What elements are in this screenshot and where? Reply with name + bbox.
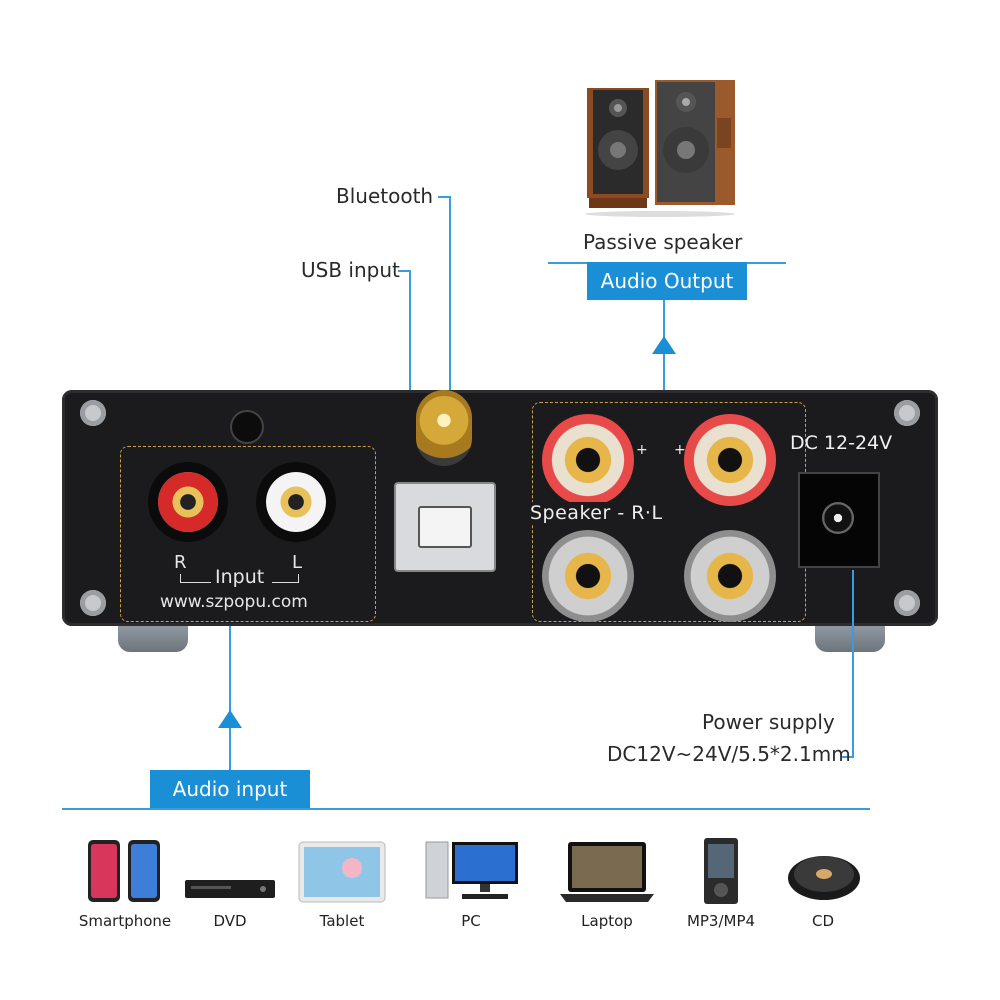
screw-icon bbox=[894, 400, 920, 426]
speaker-terminal-r-minus bbox=[542, 530, 634, 622]
audio-input-bottom-line bbox=[62, 808, 870, 810]
speaker-terminal-l-minus bbox=[684, 530, 776, 622]
bluetooth-label: Bluetooth bbox=[336, 184, 434, 208]
speaker-terminal-r-plus bbox=[542, 414, 634, 506]
usb-leader-h bbox=[398, 270, 410, 272]
input-r-label: R bbox=[174, 552, 187, 573]
rca-jack-left bbox=[256, 462, 336, 542]
device-label: Tablet bbox=[319, 912, 365, 930]
device-tablet: Tablet bbox=[287, 832, 397, 942]
audio-input-badge: Audio input bbox=[150, 770, 310, 808]
audio-input-connector bbox=[229, 626, 231, 772]
amplifier-rear-panel: R Input L www.szpopu.com + + Speaker - R… bbox=[62, 390, 938, 626]
input-bracket-left bbox=[180, 574, 211, 583]
device-mp3: MP3/MP4 bbox=[666, 832, 776, 942]
device-dvd: DVD bbox=[175, 832, 285, 942]
bluetooth-leader-h bbox=[438, 196, 450, 198]
speaker-plus-right: + bbox=[674, 442, 686, 458]
input-l-label: L bbox=[292, 552, 303, 573]
device-cd: CD bbox=[768, 832, 878, 942]
pc-icon bbox=[425, 841, 518, 899]
power-leader-v bbox=[852, 570, 854, 758]
rca-jack-right bbox=[148, 462, 228, 542]
device-label: MP3/MP4 bbox=[686, 912, 756, 930]
audio-output-badge: Audio Output bbox=[587, 262, 747, 300]
audio-output-arrow bbox=[652, 336, 676, 354]
device-label: Laptop bbox=[581, 912, 633, 930]
device-label: Smartphone bbox=[78, 912, 172, 930]
speaker-label: Speaker - R·L bbox=[526, 502, 667, 524]
speaker-icon bbox=[585, 80, 735, 217]
power-leader-h bbox=[842, 756, 854, 758]
device-pc: PC bbox=[416, 832, 526, 942]
mp3-player-icon bbox=[704, 838, 738, 904]
ground-screw-icon bbox=[232, 412, 262, 442]
device-label: DVD bbox=[213, 912, 247, 930]
device-laptop: Laptop bbox=[552, 832, 662, 942]
usb-leader-v bbox=[409, 270, 411, 492]
input-bracket-right bbox=[272, 574, 299, 583]
input-section-frame bbox=[120, 446, 376, 622]
screw-icon bbox=[80, 400, 106, 426]
speaker-terminal-l-plus bbox=[684, 414, 776, 506]
tablet-icon bbox=[298, 841, 386, 903]
power-supply-spec: DC12V~24V/5.5*2.1mm bbox=[607, 742, 851, 766]
input-word-label: Input bbox=[215, 566, 265, 588]
passive-speaker-label: Passive speaker bbox=[583, 230, 743, 254]
bluetooth-antenna-connector bbox=[416, 390, 472, 466]
dc-label: DC 12-24V bbox=[790, 432, 893, 454]
speaker-plus-left: + bbox=[636, 442, 648, 458]
usb-input-label: USB input bbox=[301, 258, 400, 282]
dc-power-jack bbox=[798, 472, 880, 568]
dvd-player-icon bbox=[185, 880, 275, 898]
laptop-icon bbox=[560, 842, 654, 902]
cd-player-icon bbox=[788, 856, 860, 900]
power-supply-label: Power supply bbox=[702, 710, 835, 734]
device-smartphone: Smartphone bbox=[70, 832, 180, 942]
smartphone-icon bbox=[88, 840, 160, 902]
bluetooth-leader-v bbox=[449, 196, 451, 422]
website-label: www.szpopu.com bbox=[160, 592, 308, 612]
screw-icon bbox=[80, 590, 106, 616]
usb-b-port bbox=[394, 482, 496, 572]
device-label: PC bbox=[461, 912, 481, 930]
device-label: CD bbox=[811, 912, 835, 930]
screw-icon bbox=[894, 590, 920, 616]
passive-speakers-image bbox=[585, 78, 745, 218]
audio-input-arrow bbox=[218, 710, 242, 728]
